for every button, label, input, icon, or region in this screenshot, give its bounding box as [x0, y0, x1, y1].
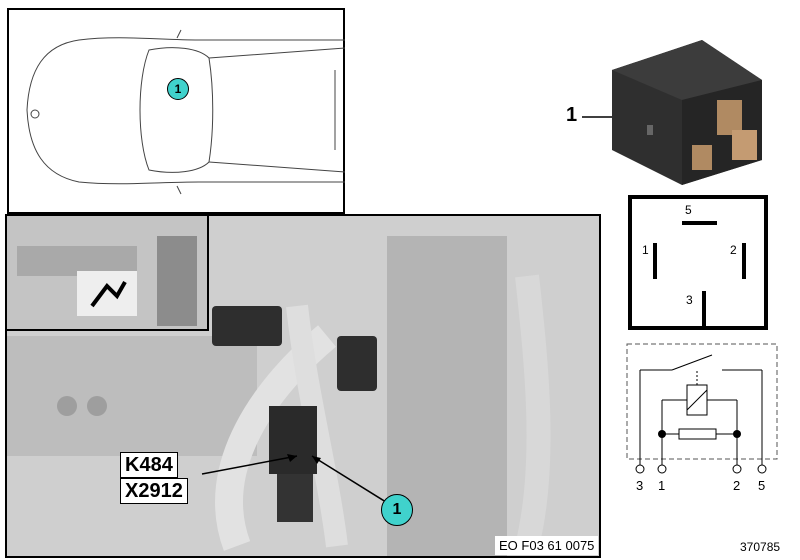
terminal-label-1: 1 — [658, 478, 666, 493]
photo-callout-1: 1 — [381, 494, 413, 526]
car-outline — [26, 29, 346, 195]
pin-label-5: 5 — [685, 203, 692, 217]
pin-label-3: 3 — [686, 293, 693, 307]
relay-item-number: 1 — [566, 104, 578, 126]
wiring-photo — [7, 216, 599, 556]
car-callout-1: 1 — [167, 78, 189, 100]
label-k484: K484 — [120, 452, 178, 478]
dashboard-inset — [7, 216, 209, 331]
photo-panel: K484 X2912 1 EO F03 61 0075 — [5, 214, 601, 558]
relay-schematic — [626, 343, 778, 474]
connector-black — [212, 306, 282, 346]
arrow-up-icon — [90, 281, 127, 308]
relay-k484 — [269, 406, 317, 474]
car-view-panel: 1 — [7, 8, 346, 214]
photo-caption: EO F03 61 0075 — [495, 536, 599, 555]
pinout-diagram: 5 1 2 3 — [628, 195, 768, 330]
terminal-label-2: 2 — [733, 478, 741, 493]
figure-id: 370785 — [740, 540, 781, 554]
terminal-label-5: 5 — [758, 478, 766, 493]
pin-label-1: 1 — [642, 243, 649, 257]
relay-image — [582, 40, 762, 185]
pin-label-2: 2 — [730, 243, 737, 257]
label-x2912: X2912 — [120, 478, 188, 504]
terminal-label-3: 3 — [636, 478, 644, 493]
